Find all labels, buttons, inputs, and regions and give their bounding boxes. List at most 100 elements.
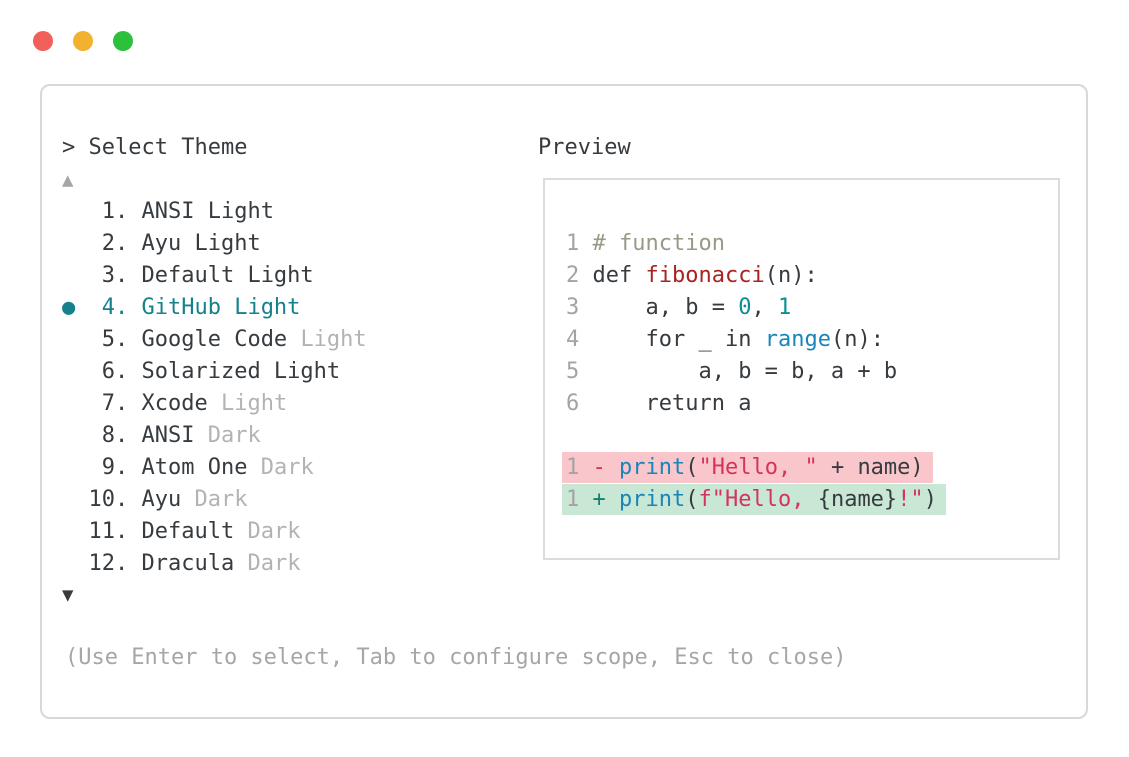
prompt-caret: > xyxy=(62,135,76,160)
theme-name: Ayu xyxy=(141,487,195,512)
theme-item[interactable]: 1. ANSI Light xyxy=(62,196,367,228)
theme-number: 11. xyxy=(88,519,142,544)
marker-space xyxy=(62,455,89,480)
theme-number: 7. xyxy=(88,391,142,416)
theme-name-suffix: Dark xyxy=(247,519,301,544)
scroll-up-icon[interactable]: ▲ xyxy=(62,169,74,191)
marker-space xyxy=(62,263,89,288)
code-line: 5 a, b = b, a + b xyxy=(566,356,1058,388)
theme-name-suffix: Light xyxy=(220,391,288,416)
code-token: {name} xyxy=(817,487,898,512)
code-token: , xyxy=(751,295,778,320)
theme-name: ANSI Light xyxy=(141,199,274,224)
theme-list: 1. ANSI Light 2. Ayu Light 3. Default Li… xyxy=(62,196,367,580)
marker-space xyxy=(62,519,89,544)
code-token: fibonacci xyxy=(645,263,765,288)
line-number: 5 xyxy=(566,359,593,384)
close-button-icon[interactable] xyxy=(33,31,53,51)
marker-space xyxy=(62,327,89,352)
code-token: in xyxy=(724,327,752,352)
code-line: 3 a, b = 0, 1 xyxy=(566,292,1058,324)
line-number: 2 xyxy=(566,263,593,288)
code-token: # function xyxy=(592,231,725,256)
code-token xyxy=(593,327,646,352)
code-token: f"Hello, xyxy=(698,487,818,512)
theme-name: Atom One xyxy=(141,455,261,480)
window-controls xyxy=(33,31,133,51)
theme-number: 1. xyxy=(88,199,142,224)
theme-item[interactable]: 11. Default Dark xyxy=(62,516,367,548)
theme-number: 9. xyxy=(88,455,142,480)
code-token: range xyxy=(764,327,831,352)
line-number: 1 xyxy=(566,487,593,512)
code-token: return xyxy=(645,391,725,416)
theme-number: 12. xyxy=(88,551,142,576)
theme-number: 6. xyxy=(88,359,142,384)
diff-inserted-line: 1 + print(f"Hello, {name}!") xyxy=(562,484,946,515)
keyboard-hint: (Use Enter to select, Tab to configure s… xyxy=(65,645,847,670)
code-token xyxy=(593,391,646,416)
theme-name: Default Light xyxy=(141,263,314,288)
theme-number: 5. xyxy=(88,327,142,352)
theme-name: GitHub Light xyxy=(141,295,301,320)
theme-number: 10. xyxy=(88,487,142,512)
theme-item[interactable]: 6. Solarized Light xyxy=(62,356,367,388)
theme-item[interactable]: 8. ANSI Dark xyxy=(62,420,367,452)
marker-space xyxy=(62,423,89,448)
code-token: + name) xyxy=(817,455,924,480)
code-token: print xyxy=(619,455,686,480)
code-token: def xyxy=(592,263,646,288)
line-number: 6 xyxy=(566,391,593,416)
selected-bullet-icon: ● xyxy=(62,295,89,320)
code-token: a xyxy=(724,391,752,416)
theme-item[interactable]: 10. Ayu Dark xyxy=(62,484,367,516)
theme-name-suffix: Dark xyxy=(260,455,314,480)
theme-item[interactable]: 5. Google Code Light xyxy=(62,324,367,356)
theme-item[interactable]: 2. Ayu Light xyxy=(62,228,367,260)
theme-name: Xcode xyxy=(141,391,221,416)
theme-item[interactable]: 3. Default Light xyxy=(62,260,367,292)
line-number: 4 xyxy=(566,327,593,352)
line-number: 1 xyxy=(566,231,593,256)
code-token: ) xyxy=(923,487,937,512)
theme-name-suffix: Dark xyxy=(247,551,301,576)
marker-space xyxy=(62,359,89,384)
code-line: 2 def fibonacci(n): xyxy=(566,260,1058,292)
code-token xyxy=(751,327,764,352)
code-token: a, b = xyxy=(592,295,739,320)
preview-label: Preview xyxy=(538,135,631,160)
code-token: a, b = b, a + b xyxy=(592,359,898,384)
theme-name-suffix: Dark xyxy=(207,423,261,448)
code-token: print xyxy=(619,487,686,512)
theme-item[interactable]: 9. Atom One Dark xyxy=(62,452,367,484)
theme-name: Dracula xyxy=(141,551,248,576)
theme-item[interactable]: 12. Dracula Dark xyxy=(62,548,367,580)
code-line: 1 # function xyxy=(566,228,1058,260)
theme-number: 3. xyxy=(88,263,142,288)
marker-space xyxy=(62,231,89,256)
theme-name: Solarized Light xyxy=(141,359,341,384)
theme-name: Google Code xyxy=(141,327,301,352)
theme-item[interactable]: ● 4. GitHub Light xyxy=(62,292,367,324)
picker-title: > Select Theme xyxy=(62,132,247,164)
marker-space xyxy=(62,487,89,512)
theme-name: Default xyxy=(141,519,248,544)
scroll-down-icon[interactable]: ▼ xyxy=(62,584,74,606)
code-token: 0 xyxy=(738,295,752,320)
zoom-button-icon[interactable] xyxy=(113,31,133,51)
line-number: 1 xyxy=(566,455,593,480)
theme-name: Ayu Light xyxy=(141,231,261,256)
code-token: 1 xyxy=(777,295,792,320)
code-token: (n): xyxy=(764,263,818,288)
minimize-button-icon[interactable] xyxy=(73,31,93,51)
theme-item[interactable]: 7. Xcode Light xyxy=(62,388,367,420)
code-line xyxy=(566,420,1058,452)
marker-space xyxy=(62,199,89,224)
theme-number: 2. xyxy=(88,231,142,256)
picker-title-text: Select Theme xyxy=(88,135,248,160)
code-line: 1 - print("Hello, " + name) xyxy=(562,452,1058,484)
diff-deleted-line: 1 - print("Hello, " + name) xyxy=(562,452,933,483)
theme-name: ANSI xyxy=(141,423,208,448)
